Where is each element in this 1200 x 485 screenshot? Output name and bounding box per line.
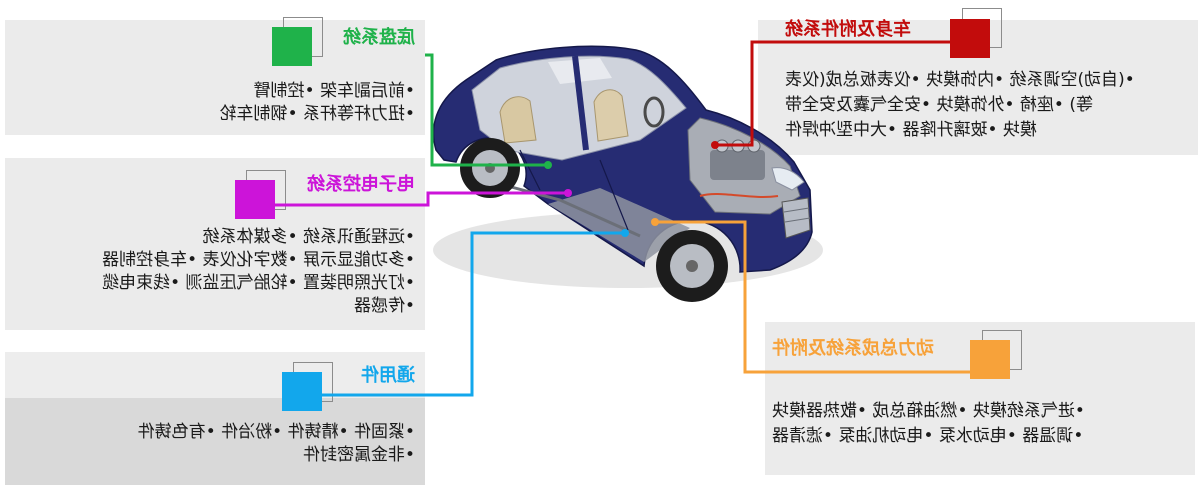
common-connector-dot — [621, 229, 629, 237]
electronics-title: 电子电控系统 — [307, 174, 415, 195]
electronics-connector-dot — [564, 189, 572, 197]
body-item-line: 模块 •玻璃升降器 •大中型冲焊件 — [785, 120, 1037, 140]
common-color-square — [282, 372, 322, 411]
common-item-line: •紧固件 •精铸件 •粉冶件 •有色铸件 — [137, 422, 415, 442]
car-sunroof — [548, 58, 612, 84]
car-door-seam — [519, 149, 629, 231]
chassis-item-line: •扭力杆等杆系 •钢制车轮 — [219, 104, 415, 124]
car-radiator-hose — [699, 193, 779, 198]
powertrain-connector-dot — [651, 218, 659, 226]
car-engine-cylinder — [715, 139, 729, 153]
electronics-item-line: •远程通讯系统 •多媒体系统 — [202, 227, 415, 247]
car-grille-bar — [783, 207, 811, 223]
common-panel — [5, 352, 425, 485]
chassis-panel — [5, 20, 425, 135]
car-b-pillar — [572, 55, 589, 151]
body-title: 车身及附件系统 — [785, 19, 911, 40]
car-exhaust — [469, 174, 641, 238]
chassis-connector-dot — [544, 161, 552, 169]
chassis-title: 底盘系统 — [343, 27, 415, 48]
body-item-line: •(自动)空调系统 •内饰模块 •仪表板总成(仪表 — [785, 70, 1135, 90]
powertrain-color-square — [970, 340, 1010, 379]
car-shadow — [433, 212, 823, 288]
common-item-line: •非金属密封件 — [302, 445, 415, 465]
common-title: 通用件 — [361, 365, 415, 386]
body-color-square — [950, 19, 990, 58]
car-headlight — [771, 167, 805, 191]
chassis-connector-line — [425, 53, 548, 167]
car-engine-block — [710, 150, 765, 180]
body-item-line: 等) •座椅 •外饰模块 •安全气囊及安全带 — [785, 95, 1093, 115]
powertrain-item-line: •进气系统模块 •燃油箱总成 •散热器模块 — [772, 401, 1085, 421]
electronics-item-line: •传感器 — [353, 296, 415, 316]
car-front-seat — [593, 89, 629, 142]
electronics-item-line: •灯光照明装置 •轮胎气压监测 •线束电缆 — [102, 273, 415, 293]
common-panel-lower — [5, 398, 425, 485]
chassis-color-square — [272, 27, 312, 66]
car-floor — [548, 188, 690, 262]
powertrain-item-line: •调温器 •电动水泵 •电动机油泵 •滤清器 — [772, 426, 1084, 446]
powertrain-title: 动力总成系统及附件 — [772, 338, 934, 359]
car-front-wheel — [656, 230, 728, 302]
body-connector-dot — [711, 141, 719, 149]
electronics-color-square — [235, 180, 275, 219]
car-rear-wheel — [460, 138, 520, 198]
car-steering-wheel — [643, 96, 665, 128]
chassis-item-line: •前后副车架 •控制臂 — [253, 81, 415, 101]
car-engine-cylinder — [731, 139, 745, 153]
car-cabin-cutaway — [471, 55, 687, 161]
car-body — [432, 45, 813, 273]
electronics-item-line: •多功能显示屏 •数字化仪表 •车身控制器 — [102, 250, 415, 270]
car-grille — [781, 197, 811, 239]
car-rear-seat — [499, 96, 537, 144]
